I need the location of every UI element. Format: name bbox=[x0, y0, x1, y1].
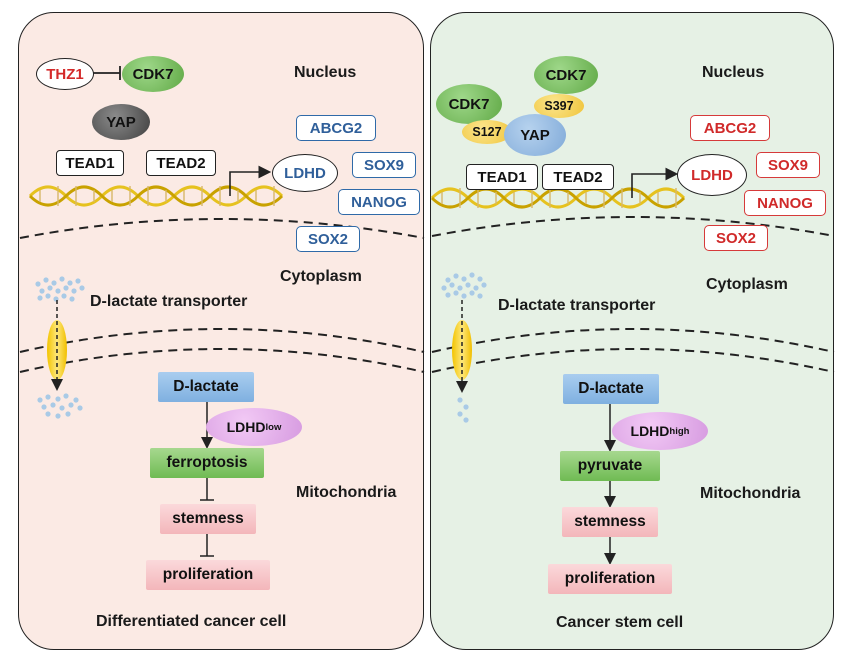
right-cytoplasm-label: Cytoplasm bbox=[706, 276, 788, 293]
right-cdk7-left-node: CDK7 bbox=[436, 84, 502, 124]
right-nucleus-label: Nucleus bbox=[702, 64, 765, 81]
right-mitochondria-label: Mitochondria bbox=[700, 485, 801, 502]
right-dlactate-dots-inside bbox=[457, 397, 469, 423]
right-gene-abcg2: ABCG2 bbox=[690, 115, 770, 141]
left-stemness-box: stemness bbox=[160, 504, 256, 534]
left-transporter-label: D-lactate transporter bbox=[90, 293, 248, 310]
left-tead1-box: TEAD1 bbox=[56, 150, 124, 176]
left-gene-abcg2: ABCG2 bbox=[296, 115, 376, 141]
right-transporter-label: D-lactate transporter bbox=[498, 297, 656, 314]
right-gene-nanog: NANOG bbox=[744, 190, 826, 216]
left-mitochondria-label: Mitochondria bbox=[296, 484, 397, 501]
left-ldhd-low-text: LDHD bbox=[226, 419, 266, 435]
left-gene-sox9: SOX9 bbox=[352, 152, 416, 178]
right-gene-sox9: SOX9 bbox=[756, 152, 820, 178]
right-yap-node: YAP bbox=[504, 114, 566, 156]
right-dlactate-dots-outside bbox=[441, 272, 487, 299]
left-dna-helix bbox=[28, 185, 284, 207]
right-dna-helix bbox=[430, 187, 686, 209]
left-cytoplasm-label: Cytoplasm bbox=[280, 268, 362, 285]
left-gene-nanog: NANOG bbox=[338, 189, 420, 215]
right-dlactate-box: D-lactate bbox=[563, 374, 659, 404]
left-cdk7-node: CDK7 bbox=[122, 56, 184, 92]
left-dlactate-dots-outside bbox=[35, 276, 85, 302]
left-nuclear-envelope bbox=[19, 218, 425, 239]
right-gene-sox2: SOX2 bbox=[704, 225, 768, 251]
left-nucleus-label: Nucleus bbox=[294, 64, 357, 81]
right-tead2-box: TEAD2 bbox=[542, 164, 614, 190]
left-stemness-inhibits-proliferation bbox=[200, 534, 214, 557]
left-dlactate-dots-inside bbox=[37, 393, 83, 419]
right-pyruvate-box: pyruvate bbox=[560, 451, 660, 481]
left-ferroptosis-box: ferroptosis bbox=[150, 448, 264, 478]
right-ldhd-high-text: LDHD bbox=[630, 423, 670, 439]
right-proliferation-box: proliferation bbox=[548, 564, 672, 594]
left-cell-title: Differentiated cancer cell bbox=[96, 613, 287, 630]
left-mito-membrane-outer bbox=[19, 328, 425, 353]
thz1-inhibition bbox=[92, 66, 121, 80]
left-transcription-arrow bbox=[229, 165, 272, 196]
right-tead1-box: TEAD1 bbox=[466, 164, 538, 190]
s127-phospho-site: S127 bbox=[462, 120, 512, 144]
right-stemness-box: stemness bbox=[562, 507, 658, 537]
left-proliferation-box: proliferation bbox=[146, 560, 270, 590]
left-yap-node: YAP bbox=[92, 104, 150, 140]
left-gene-sox2: SOX2 bbox=[296, 226, 360, 252]
right-transcription-arrow bbox=[631, 167, 679, 198]
right-cdk7-top-node: CDK7 bbox=[534, 56, 598, 94]
right-cell-title: Cancer stem cell bbox=[556, 614, 684, 631]
left-ldhd-low-level: low bbox=[265, 421, 282, 433]
right-mito-membrane-inner bbox=[431, 348, 835, 373]
thz1-node: THZ1 bbox=[36, 58, 94, 90]
right-ldhd-high-level: high bbox=[669, 425, 690, 437]
right-nuclear-envelope bbox=[431, 216, 835, 237]
left-dlactate-box: D-lactate bbox=[158, 372, 254, 402]
left-ferroptosis-inhibits-stemness bbox=[200, 478, 214, 501]
left-ldhd-node: LDHD bbox=[272, 154, 338, 192]
right-mito-membrane-outer bbox=[431, 328, 835, 353]
left-mito-membrane-inner bbox=[19, 348, 425, 373]
left-tead2-box: TEAD2 bbox=[146, 150, 216, 176]
right-ldhd-node: LDHD bbox=[677, 154, 747, 196]
